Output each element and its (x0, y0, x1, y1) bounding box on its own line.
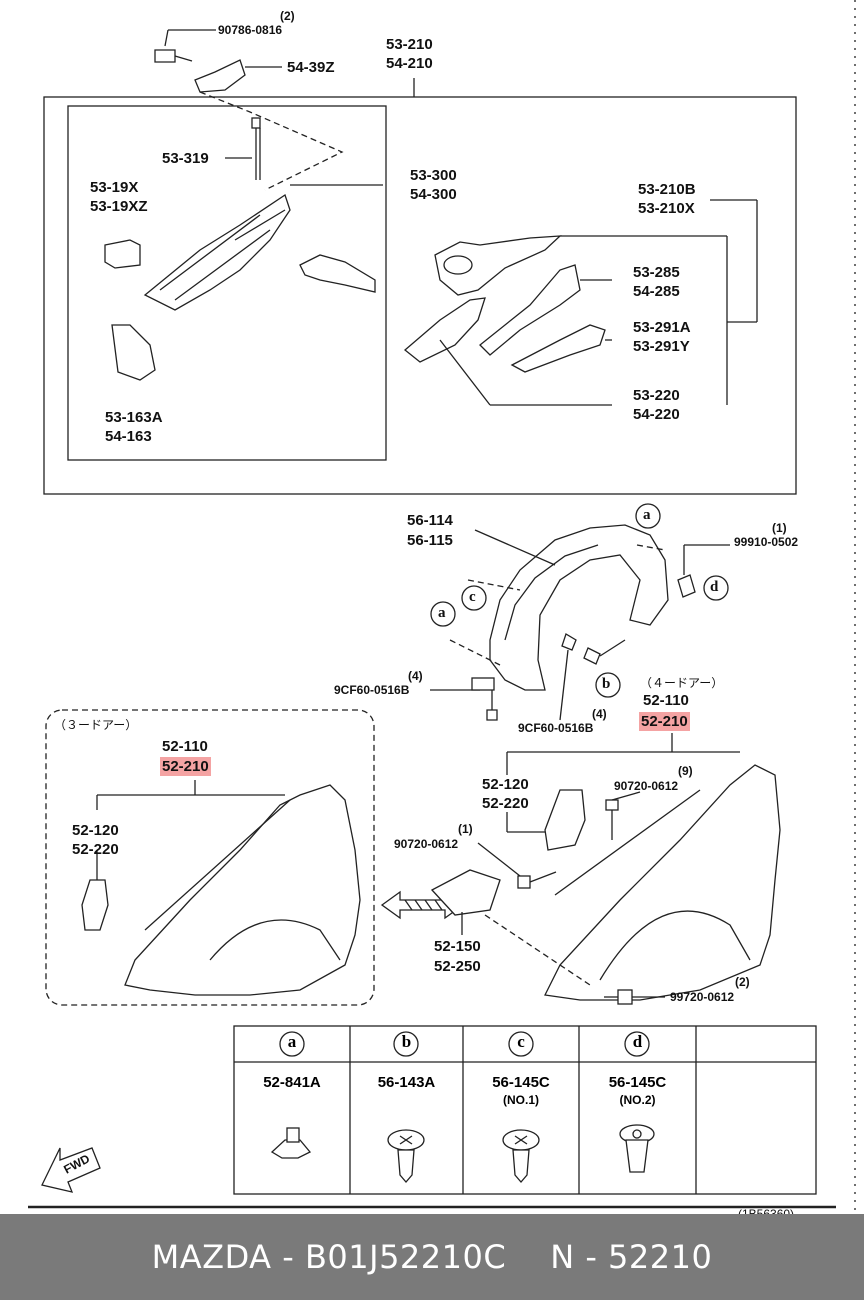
rail-53-285-icon (479, 264, 612, 356)
bolt-90786-icon (154, 29, 216, 63)
bolt-2-part: 99720-0612 (670, 990, 735, 1004)
legend-part-d: 56-145C (608, 1074, 667, 1091)
four-door-title: （４ードアー） (640, 676, 724, 690)
part-285-2: 54-285 (633, 283, 680, 300)
bracket-53-163a-icon (111, 324, 156, 381)
bracket-150-2: 52-250 (434, 958, 481, 975)
inner-assembly-frame (67, 105, 387, 461)
part-220-2: 54-220 (633, 406, 680, 423)
legend-letter-b: b (401, 1032, 412, 1051)
screw-9cf60-right-icon (559, 633, 626, 721)
parts-diagram (28, 0, 856, 1210)
bolt-qty-label: (2) (280, 9, 295, 23)
liner-part-1: 56-114 (407, 512, 453, 529)
bolt-1-qty: (1) (458, 822, 473, 836)
part-291-2: 53-291Y (633, 338, 690, 355)
fwd-arrow-icon (41, 1147, 101, 1193)
part-163-1: 53-163A (105, 409, 163, 426)
four-door-fender-part: 52-110 (643, 692, 689, 709)
legend-note-c: (NO.1) (503, 1093, 539, 1107)
clip-qty: (1) (772, 521, 787, 535)
four-door-fender-part-highlight: 52-210 (639, 712, 690, 731)
part-19x-1: 53-19X (90, 179, 139, 196)
three-door-fender-part-highlight: 52-210 (160, 757, 211, 776)
callout-d: d (710, 579, 719, 595)
bolt-319-label: 53-319 (162, 150, 209, 167)
part-300-2: 54-300 (410, 186, 457, 203)
screw-9cf60-left-icon (430, 677, 498, 721)
three-door-fender-part: 52-110 (162, 738, 208, 755)
bolt-2-qty: (2) (735, 975, 750, 989)
bolt-1-part: 90720-0612 (394, 837, 459, 851)
clip-56-143a-icon (387, 1129, 425, 1183)
bolt-part-label: 90786-0816 (218, 23, 283, 37)
bolt-90720-1-icon (477, 842, 557, 889)
clip-56-145c-no1-icon (502, 1129, 540, 1183)
rail-53-220-icon (403, 297, 612, 406)
wheel-liner-icon (449, 524, 669, 691)
fender-4door-icon (544, 764, 781, 1001)
part-163-2: 54-163 (105, 428, 152, 445)
front-rail-icon (143, 184, 383, 311)
legend-letter-a: a (287, 1032, 297, 1051)
three-door-frame (45, 709, 375, 1006)
bolt-9-part: 90720-0612 (614, 779, 679, 793)
part-300-1: 53-300 (410, 167, 457, 184)
four-door-bracket-1: 52-120 (482, 776, 529, 793)
rail-53-291a-icon (510, 324, 612, 373)
three-door-title: （３ードアー） (54, 718, 138, 732)
legend-note-d: (NO.2) (619, 1093, 656, 1107)
clip-52-841a-icon (270, 1127, 312, 1159)
screw-right-qty: (4) (592, 707, 607, 721)
bracket-4door-icon (544, 789, 586, 851)
bracket-part-label: 54-39Z (287, 59, 335, 76)
upper-assembly-frame (43, 96, 797, 495)
callout-a-top: a (643, 507, 651, 523)
clip-part: 99910-0502 (734, 535, 799, 549)
assembly-part-2: 54-210 (386, 55, 433, 72)
assembly-part-1: 53-210 (386, 36, 433, 53)
part-220-1: 53-220 (633, 387, 680, 404)
footer-bar: MAZDA - B01J52210C N - 52210 (0, 1214, 864, 1300)
bolt-99720-icon (604, 989, 665, 1005)
screw-right-part: 9CF60-0516B (518, 721, 594, 735)
part-210b-2: 53-210X (638, 200, 695, 217)
three-door-bracket-1: 52-120 (72, 822, 119, 839)
footer-number: N - 52210 (550, 1238, 713, 1276)
callout-c: c (469, 589, 476, 605)
apron-upper-icon (434, 235, 728, 405)
bracket-small-icon (299, 254, 376, 293)
screw-left-qty: (4) (408, 669, 423, 683)
screw-left-part: 9CF60-0516B (334, 683, 410, 697)
bolt-90720-9-icon (605, 791, 641, 840)
legend-letter-d: d (632, 1032, 643, 1051)
legend-part-b: 56-143A (377, 1074, 436, 1091)
bracket-52-150-icon (430, 869, 501, 935)
legend-letter-c: c (517, 1032, 525, 1051)
footer-brand: MAZDA - B01J52210C (151, 1238, 507, 1276)
bolt-9-qty: (9) (678, 764, 693, 778)
legend-part-a: 52-841A (263, 1074, 321, 1091)
bracket-3door-icon (81, 879, 109, 931)
clip-56-145c-no2-icon (619, 1124, 655, 1173)
three-door-bracket-2: 52-220 (72, 841, 119, 858)
liner-part-2: 56-115 (407, 532, 453, 549)
part-285-1: 53-285 (633, 264, 680, 281)
callout-b: b (602, 676, 611, 692)
bracket-53-19x-icon (104, 239, 141, 269)
part-291-1: 53-291A (633, 319, 691, 336)
four-door-bracket-2: 52-220 (482, 795, 529, 812)
part-19x-2: 53-19XZ (90, 198, 148, 215)
callout-a-left: a (438, 605, 446, 621)
fender-3door-icon (124, 784, 361, 996)
bracket-54-39z-icon (194, 59, 344, 191)
bolt-53-319-icon (225, 117, 261, 180)
part-210b-1: 53-210B (638, 181, 696, 198)
bracket-150-1: 52-150 (434, 938, 481, 955)
legend-table (233, 1025, 817, 1195)
legend-part-c: 56-145C (492, 1074, 550, 1091)
clip-99910-icon (677, 544, 730, 598)
callout-circles (430, 503, 729, 698)
